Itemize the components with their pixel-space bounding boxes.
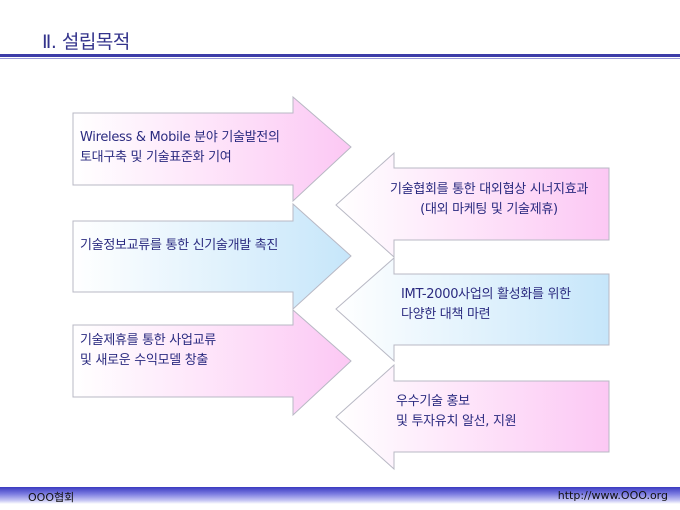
- text-line: 기술제휴를 통한 사업교류: [80, 333, 216, 348]
- footer-bar: [0, 487, 680, 504]
- right-arrow-3: [72, 308, 352, 417]
- right-arrow-1: [72, 95, 352, 203]
- arrow-text-imt2000: IMT-2000사업의 활성화를 위한 다양한 대책 마련: [401, 285, 571, 325]
- slide-title: Ⅱ. 설립목적: [42, 31, 130, 53]
- arrow-text-business-exchange: 기술제휴를 통한 사업교류 및 새로운 수익모델 창출: [80, 331, 216, 371]
- text-line: 및 투자유치 알선, 지원: [396, 414, 517, 429]
- left-arrow-1: [335, 151, 610, 259]
- arrow-text-synergy: 기술협회를 통한 대외협상 시너지효과 (대외 마케팅 및 기술제휴): [368, 180, 610, 220]
- text-line: (대외 마케팅 및 기술제휴): [420, 202, 558, 217]
- arrow-text-promotion: 우수기술 홍보 및 투자유치 알선, 지원: [396, 392, 517, 432]
- text-line: 및 새로운 수익모델 창출: [80, 353, 209, 368]
- arrow-text-info-exchange: 기술정보교류를 통한 신기술개발 촉진: [80, 236, 278, 256]
- footer-url: http://www.OOO.org: [557, 489, 668, 502]
- title-divider-thin: [0, 58, 680, 59]
- arrow-text-tech-development: Wireless & Mobile 분야 기술발전의 토대구축 및 기술표준화 …: [80, 128, 280, 168]
- title-divider: [0, 54, 680, 57]
- text-line: 기술정보교류를 통한 신기술개발 촉진: [80, 238, 279, 253]
- text-line: 토대구축 및 기술표준화 기여: [80, 150, 232, 165]
- text-line: IMT-2000사업의 활성화를 위한: [401, 287, 571, 302]
- text-line: 다양한 대책 마련: [401, 307, 491, 322]
- footer-organization: OOO협회: [28, 491, 75, 504]
- text-line: Wireless & Mobile 분야 기술발전의: [80, 130, 280, 145]
- left-arrow-2: [335, 256, 610, 363]
- text-line: 우수기술 홍보: [396, 394, 470, 409]
- right-arrow-2: [72, 202, 352, 311]
- text-line: 기술협회를 통한 대외협상 시너지효과: [389, 182, 589, 197]
- left-arrow-3: [335, 363, 610, 471]
